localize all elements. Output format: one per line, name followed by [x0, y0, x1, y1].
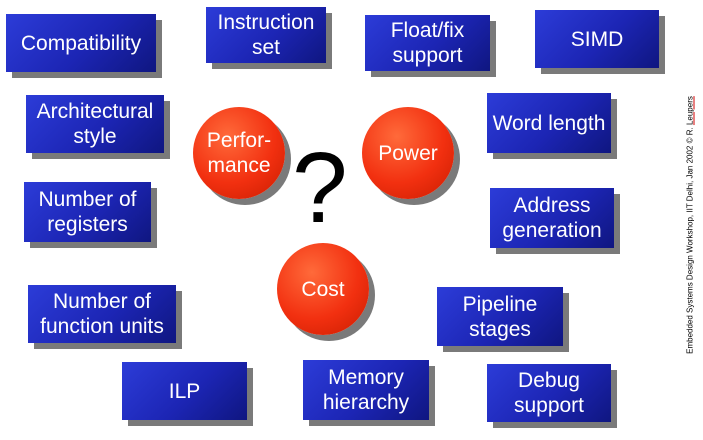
pipeline-stages-label: Pipeline stages — [462, 292, 538, 341]
power-circle: Power — [362, 107, 454, 199]
number-of-registers-label: Number of registers — [38, 188, 137, 236]
ilp-label: ILP — [168, 379, 201, 403]
simd-box: SIMD — [535, 10, 659, 68]
architectural-style-label: Architectural style — [36, 100, 154, 148]
instruction-set-box: Instruction set — [206, 7, 326, 63]
number-of-registers-box: Number of registers — [24, 182, 151, 242]
word-length-label: Word length — [492, 111, 606, 135]
memory-hierarchy-box: Memory hierarchy — [303, 360, 429, 420]
side-credit-prefix: Embedded Systems Design Workshop, IIT De… — [685, 125, 695, 354]
number-of-function-units-box: Number of function units — [28, 285, 176, 343]
cost-label: Cost — [301, 277, 345, 301]
float-fix-support-box: Float/fix support — [365, 15, 490, 71]
cost-circle: Cost — [277, 243, 369, 335]
word-length-box: Word length — [487, 93, 611, 153]
power-label: Power — [378, 141, 438, 165]
float-fix-support-label: Float/fix support — [390, 19, 465, 67]
question-mark: ? — [292, 132, 348, 244]
debug-support-label: Debug support — [513, 369, 585, 417]
simd-label: SIMD — [570, 27, 624, 51]
ilp-box: ILP — [122, 362, 247, 420]
architectural-style-box: Architectural style — [26, 95, 164, 153]
performance-circle: Perfor-mance — [193, 107, 285, 199]
side-credit-text: Embedded Systems Design Workshop, IIT De… — [686, 96, 695, 354]
instruction-set-label: Instruction set — [217, 11, 315, 59]
number-of-function-units-label: Number of function units — [40, 290, 164, 338]
compatibility-box: Compatibility — [6, 14, 156, 72]
address-generation-box: Address generation — [490, 188, 614, 248]
side-credit-author: Leupers — [685, 96, 695, 126]
performance-label: Perfor-mance — [206, 129, 272, 177]
debug-support-box: Debug support — [487, 364, 611, 422]
address-generation-label: Address generation — [502, 194, 602, 242]
pipeline-stages-box: Pipeline stages — [437, 287, 563, 346]
compatibility-label: Compatibility — [20, 31, 142, 55]
memory-hierarchy-label: Memory hierarchy — [322, 366, 410, 414]
